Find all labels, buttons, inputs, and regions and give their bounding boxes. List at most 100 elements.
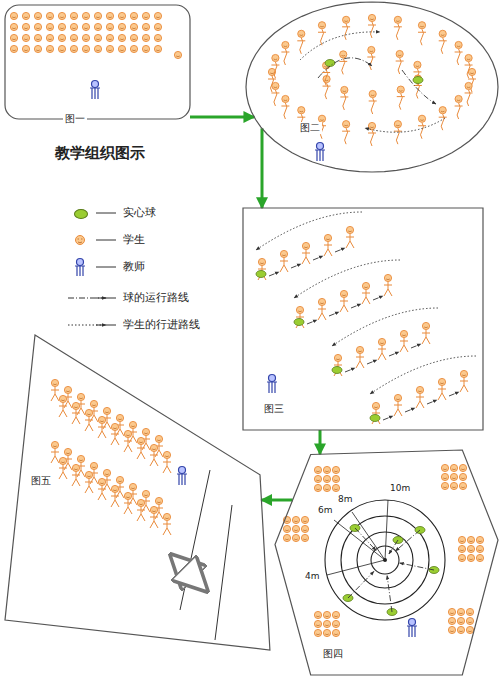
head-circle — [51, 441, 58, 448]
head-circle — [457, 608, 464, 615]
head-circle — [58, 12, 65, 19]
head-circle — [368, 122, 375, 129]
student-head — [58, 45, 65, 52]
student-head — [340, 86, 348, 110]
medicine-ball — [413, 77, 423, 84]
face-line — [469, 559, 473, 561]
head-circle — [34, 23, 41, 30]
face-line — [144, 39, 148, 41]
head-circle — [142, 23, 149, 30]
panel-border — [5, 5, 190, 119]
face-line — [459, 613, 463, 615]
head-circle — [298, 30, 305, 37]
student-head — [94, 34, 101, 41]
head-circle — [154, 12, 161, 19]
face-line — [325, 616, 329, 618]
student-body — [163, 521, 171, 535]
face-line — [344, 125, 348, 127]
student-head — [142, 12, 149, 19]
face-line — [396, 399, 400, 401]
student-arms — [367, 57, 375, 58]
face-line — [294, 521, 298, 523]
face-line — [72, 39, 76, 41]
face-line — [108, 39, 112, 41]
student-body — [422, 330, 430, 344]
head-circle — [418, 115, 425, 122]
head-circle — [340, 51, 347, 58]
student-head — [124, 492, 132, 514]
face-line — [316, 480, 320, 482]
student-head — [94, 45, 101, 52]
face-line — [144, 28, 148, 30]
head-circle — [455, 95, 462, 102]
head-circle — [334, 354, 341, 361]
student-head — [142, 45, 149, 52]
face-line — [478, 541, 482, 543]
student-head — [455, 41, 463, 65]
face-line — [120, 17, 124, 19]
student-head — [459, 482, 466, 489]
face-line — [284, 46, 288, 48]
face-line — [105, 474, 109, 476]
path-line — [348, 571, 374, 598]
head-circle — [318, 22, 325, 29]
student-head — [283, 525, 290, 532]
student-body — [416, 394, 424, 408]
student-body — [302, 250, 310, 264]
face-line — [120, 50, 124, 52]
head-circle — [441, 473, 448, 480]
head-circle — [82, 45, 89, 52]
head-circle — [70, 45, 77, 52]
student-arms — [413, 71, 421, 72]
path-line — [318, 58, 372, 78]
head-circle — [378, 338, 385, 345]
face-line — [24, 17, 28, 19]
student-body — [343, 94, 346, 110]
face-line — [48, 28, 52, 30]
face-line — [348, 231, 352, 233]
student-head — [59, 395, 67, 417]
head-circle — [82, 12, 89, 19]
panel-outline — [243, 208, 483, 430]
head-circle — [85, 471, 92, 478]
dimension-label: 4m — [305, 571, 320, 581]
head-circle — [332, 629, 339, 636]
face-line — [294, 530, 298, 532]
head-circle — [422, 322, 429, 329]
path-line — [329, 312, 339, 316]
student-head — [340, 290, 348, 312]
face-line — [457, 100, 461, 102]
path-line — [427, 400, 437, 404]
face-line — [108, 50, 112, 52]
face-line — [156, 17, 160, 19]
student-head — [34, 45, 41, 52]
head-circle — [301, 534, 308, 541]
legend-text: 教师 — [123, 260, 145, 274]
head-circle — [332, 466, 339, 473]
head-circle — [448, 617, 455, 624]
student-arms — [297, 117, 305, 118]
student-body — [137, 445, 145, 459]
student-head — [448, 617, 455, 624]
face-line — [120, 28, 124, 30]
student-head — [163, 513, 171, 535]
head-circle — [448, 608, 455, 615]
face-line — [325, 480, 329, 482]
student-arms — [340, 301, 348, 302]
student-arms — [369, 100, 377, 101]
head-circle — [98, 416, 105, 423]
student-head — [174, 51, 181, 58]
student-arms — [163, 524, 171, 525]
path-line — [335, 248, 345, 252]
head-circle — [154, 23, 161, 30]
head-circle — [372, 402, 379, 409]
student-head — [332, 629, 339, 636]
teacher-body — [267, 382, 277, 393]
student-head — [459, 464, 466, 471]
head-circle — [416, 386, 423, 393]
head-circle — [90, 462, 97, 469]
panel-label: 图五 — [29, 475, 53, 487]
face-line — [380, 343, 384, 345]
face-line — [325, 489, 329, 491]
